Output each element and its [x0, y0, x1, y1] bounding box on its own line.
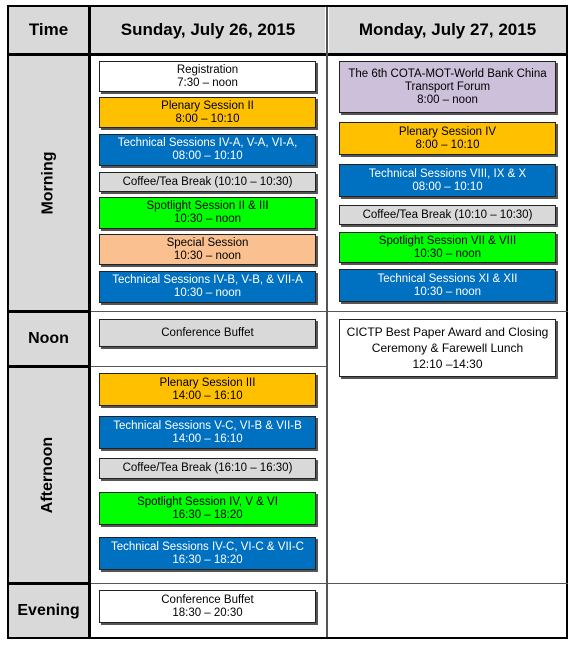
noon-divider: [7, 365, 91, 368]
event-title: Coffee/Tea Break (10:10 – 10:30): [122, 175, 293, 188]
event-title: Technical Sessions IV-A, V-A, VI-A,: [117, 137, 298, 149]
header-divider: [7, 53, 568, 56]
event-title: Spotlight Session II & III: [146, 200, 269, 212]
header-time: Time: [9, 7, 88, 53]
event-title: Registration: [176, 63, 239, 76]
header-day1: Sunday, July 26, 2015: [91, 7, 325, 53]
event-time: 14:00 – 16:10: [172, 389, 243, 402]
event-time: 08:00 – 10:10: [172, 150, 243, 162]
event-title: Conference Buffet: [161, 326, 254, 339]
header-day2: Monday, July 27, 2015: [329, 7, 566, 53]
morning-divider: [7, 310, 91, 313]
event-conference-buffet-noon: Conference Buffet: [99, 319, 316, 347]
event-time: 08:00 – 10:10: [412, 180, 483, 193]
event-closing-ceremony: CICTP Best Paper Award and Closing Cerem…: [339, 319, 556, 377]
event-registration: Registration 7:30 – noon: [99, 61, 316, 92]
event-coffee-break-monday: Coffee/Tea Break (10:10 – 10:30): [339, 205, 556, 225]
row-label-morning: Morning: [9, 56, 88, 310]
event-technical-sessions-c2: Technical Sessions IV-C, VI-C & VII-C 16…: [99, 537, 316, 570]
event-conference-buffet-evening: Conference Buffet 18:30 – 20:30: [99, 590, 316, 623]
event-plenary-session-iv: Plenary Session IV 8:00 – 10:10: [339, 122, 556, 155]
event-title: Technical Sessions V-C, VI-B & VII-B: [113, 419, 302, 432]
event-time: 10:30 – noon: [413, 247, 482, 260]
morning-divider-cells: [91, 311, 568, 312]
event-transport-forum: The 6th COTA-MOT-World Bank China Transp…: [339, 61, 556, 113]
event-title: Special Session: [166, 236, 249, 249]
event-title: Technical Sessions XI & XII: [377, 272, 518, 285]
schedule-table: [7, 5, 568, 639]
event-technical-sessions-a: Technical Sessions IV-A, V-A, VI-A, 08:0…: [99, 134, 316, 166]
event-time: 10:30 – noon: [173, 249, 242, 262]
event-plenary-session-iii: Plenary Session III 14:00 – 16:10: [99, 373, 316, 406]
event-time: 12:10 –14:30: [412, 357, 483, 371]
event-title: Coffee/Tea Break (16:10 – 16:30): [122, 462, 293, 474]
event-technical-sessions-viii-ix-x: Technical Sessions VIII, IX & X 08:00 – …: [339, 164, 556, 197]
event-subtitle: Ceremony & Farewell Lunch: [371, 341, 524, 355]
event-title: CICTP Best Paper Award and Closing: [346, 325, 549, 339]
event-time: 16:30 – 18:20: [172, 508, 243, 521]
event-title: Coffee/Tea Break (10:10 – 10:30): [362, 208, 533, 221]
event-time: 8:00 – noon: [417, 93, 478, 106]
event-time: 10:30 – noon: [413, 285, 482, 298]
noon-divider-day1: [91, 366, 327, 367]
event-spotlight-session-iv-v-vi: Spotlight Session IV, V & VI 16:30 – 18:…: [99, 492, 316, 525]
row-label-evening: Evening: [9, 585, 88, 637]
event-time: 10:30 – noon: [173, 213, 242, 225]
event-plenary-session-ii: Plenary Session II 8:00 – 10:10: [99, 97, 316, 128]
event-title: Plenary Session II: [161, 99, 254, 112]
event-title: Technical Sessions IV-C, VI-C & VII-C: [110, 540, 304, 553]
event-spotlight-session-ii-iii: Spotlight Session II & III 10:30 – noon: [99, 197, 316, 229]
event-time: 16:30 – 18:20: [172, 553, 243, 566]
event-time: 8:00 – 10:10: [415, 138, 480, 151]
event-title: Technical Sessions VIII, IX & X: [368, 167, 527, 180]
row-label-afternoon: Afternoon: [9, 368, 88, 582]
event-time: 18:30 – 20:30: [172, 606, 243, 619]
row-label-afternoon-text: Afternoon: [39, 436, 57, 514]
event-spotlight-session-vii-viii: Spotlight Session VII & VIII 10:30 – noo…: [339, 232, 556, 263]
event-time: 8:00 – 10:10: [175, 112, 240, 125]
event-technical-sessions-xi-xii: Technical Sessions XI & XII 10:30 – noon: [339, 269, 556, 302]
event-title: Spotlight Session IV, V & VI: [137, 495, 278, 508]
event-coffee-break-afternoon: Coffee/Tea Break (16:10 – 16:30): [99, 458, 316, 479]
event-title: Technical Sessions IV-B, V-B, & VII-A: [112, 274, 303, 286]
event-subtitle: Transport Forum: [404, 80, 491, 93]
time-column-divider: [88, 5, 91, 639]
row-label-morning-text: Morning: [39, 151, 57, 215]
event-coffee-break-morning: Coffee/Tea Break (10:10 – 10:30): [99, 172, 316, 192]
event-time: 14:00 – 16:10: [172, 432, 243, 445]
event-title: Plenary Session III: [159, 376, 256, 389]
event-technical-sessions-b: Technical Sessions IV-B, V-B, & VII-A 10…: [99, 271, 316, 303]
row-label-noon: Noon: [9, 313, 88, 365]
event-title: Plenary Session IV: [398, 125, 497, 138]
day-column-divider: [326, 7, 328, 637]
event-title: Conference Buffet: [161, 593, 254, 606]
event-special-session: Special Session 10:30 – noon: [99, 234, 316, 265]
event-time: 10:30 – noon: [173, 287, 242, 299]
event-title: The 6th COTA-MOT-World Bank China: [348, 67, 547, 80]
afternoon-divider: [7, 582, 91, 585]
afternoon-divider-cells: [91, 583, 568, 584]
event-title: Spotlight Session VII & VIII: [378, 234, 517, 247]
event-time: 7:30 – noon: [177, 76, 238, 89]
event-technical-sessions-c: Technical Sessions V-C, VI-B & VII-B 14:…: [99, 416, 316, 449]
